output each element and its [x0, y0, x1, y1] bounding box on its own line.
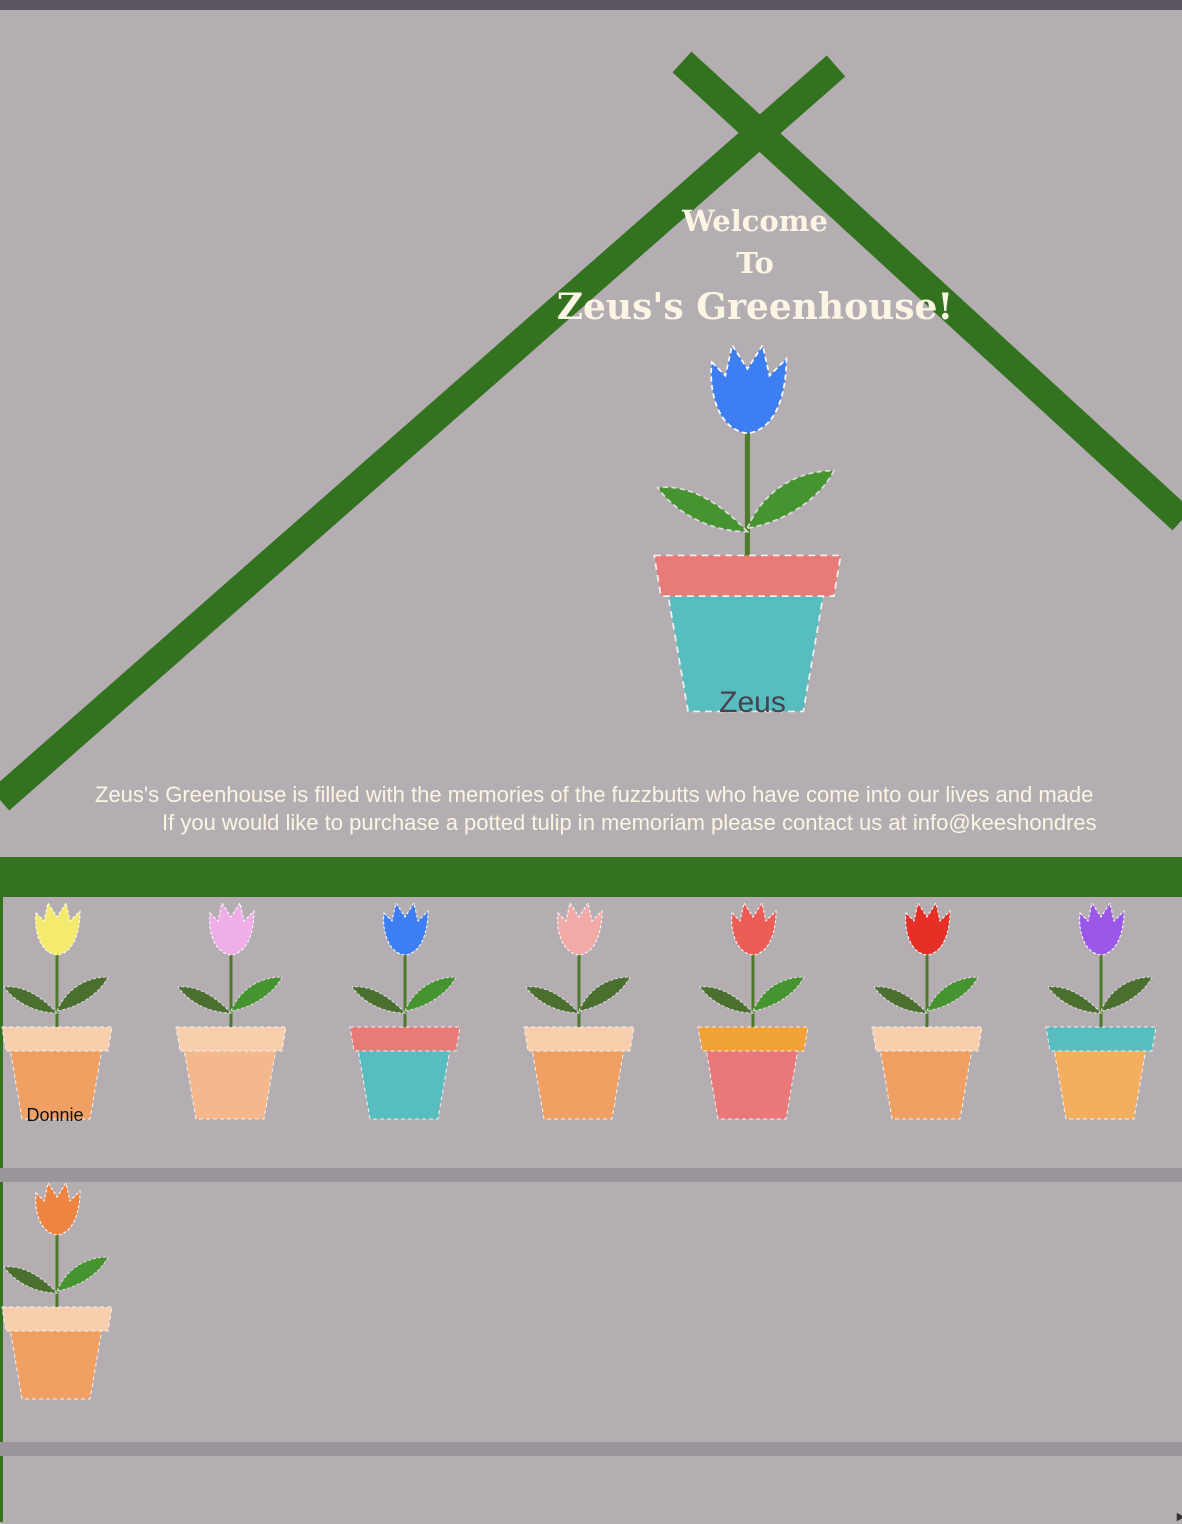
tulip-pot-item[interactable]: [696, 897, 816, 1127]
shelf: [0, 1168, 1182, 1182]
tulip-pot-item[interactable]: Donnie: [0, 897, 120, 1127]
leaf-right-icon: [56, 976, 109, 1012]
tulip-pot-drawing: [1, 901, 113, 1120]
tulip-pot-item[interactable]: [870, 897, 990, 1127]
tulip-pot-drawing: [871, 901, 983, 1120]
top-bar: [0, 0, 1182, 10]
pot-body: [879, 1048, 973, 1120]
leaf-left-icon: [873, 986, 929, 1014]
tulip-name-label: Donnie: [26, 1105, 84, 1125]
featured-tulip-name: Zeus: [719, 686, 786, 719]
leaf-right-icon: [752, 976, 805, 1012]
leaf-right-icon: [404, 976, 457, 1012]
tulip-pot-drawing: [175, 901, 287, 1120]
welcome-line: Welcome: [682, 204, 828, 238]
leaf-right-icon: [56, 1256, 109, 1292]
pot-rim: [175, 1026, 287, 1052]
tulip-pot-drawing: [697, 901, 809, 1120]
tulip-flower-icon: [905, 901, 951, 956]
tulip-pot-item[interactable]: [174, 897, 294, 1127]
pot-body: [705, 1048, 799, 1120]
page-title: Zeus's Greenhouse!: [556, 286, 954, 328]
tulip-pot-drawing: [1045, 901, 1157, 1120]
tulip-pot-item[interactable]: [0, 1177, 120, 1407]
tulip-flower-icon: [731, 901, 777, 956]
tulip-flower-icon: [383, 901, 429, 956]
leaf-left-icon: [351, 986, 407, 1014]
leaf-left-icon: [656, 486, 750, 533]
leaf-right-icon: [578, 976, 631, 1012]
leaf-left-icon: [3, 1266, 59, 1294]
intro-text-line-1: Zeus's Greenhouse is filled with the mem…: [95, 782, 1094, 807]
tulip-flower-icon: [35, 901, 81, 956]
pot-body: [9, 1048, 103, 1120]
pot-rim: [349, 1026, 461, 1052]
tulip-pot-drawing: [1, 1181, 113, 1400]
leaf-right-icon: [1100, 976, 1153, 1012]
pot-rim: [1, 1026, 113, 1052]
leaf-right-icon: [230, 976, 283, 1012]
pot-rim: [653, 554, 842, 597]
intro-text-line-2: If you would like to purchase a potted t…: [162, 810, 1097, 835]
pot-body: [531, 1048, 625, 1120]
leaf-right-icon: [746, 469, 836, 530]
pot-rim: [523, 1026, 635, 1052]
leaf-left-icon: [525, 986, 581, 1014]
pot-body: [666, 591, 825, 713]
pot-rim: [1, 1306, 113, 1332]
leaf-left-icon: [699, 986, 755, 1014]
pot-body: [1053, 1048, 1147, 1120]
tulip-flower-icon: [35, 1181, 81, 1236]
tulip-flower-icon: [710, 343, 788, 435]
greenhouse-roof: [0, 51, 1182, 811]
tulip-flower-icon: [1079, 901, 1125, 956]
welcome-to-line: To: [736, 246, 774, 280]
leaf-left-icon: [1047, 986, 1103, 1014]
leaf-left-icon: [3, 986, 59, 1014]
pot-rim: [1045, 1026, 1157, 1052]
roof-right-beam: [672, 51, 1182, 531]
tulip-pot-item[interactable]: [522, 897, 642, 1127]
roof-left-beam: [0, 55, 846, 811]
leaf-left-icon: [177, 986, 233, 1014]
featured-tulip-pot[interactable]: [650, 335, 855, 725]
pot-body: [9, 1328, 103, 1400]
pot-body: [183, 1048, 277, 1120]
pot-rim: [697, 1026, 809, 1052]
pot-rim: [871, 1026, 983, 1052]
pot-body: [357, 1048, 451, 1120]
tulip-flower-icon: [557, 901, 603, 956]
mouse-cursor-icon: ►: [1174, 1508, 1182, 1524]
tulip-pot-item[interactable]: [348, 897, 468, 1127]
shelf: [0, 1442, 1182, 1456]
tulip-pot-item[interactable]: [1044, 897, 1164, 1127]
tulip-flower-icon: [209, 901, 255, 956]
tulip-pot-drawing: [349, 901, 461, 1120]
leaf-right-icon: [926, 976, 979, 1012]
tulip-pot-drawing: [523, 901, 635, 1120]
greenhouse-beam: [0, 857, 1182, 897]
greenhouse-post: [0, 897, 3, 1522]
